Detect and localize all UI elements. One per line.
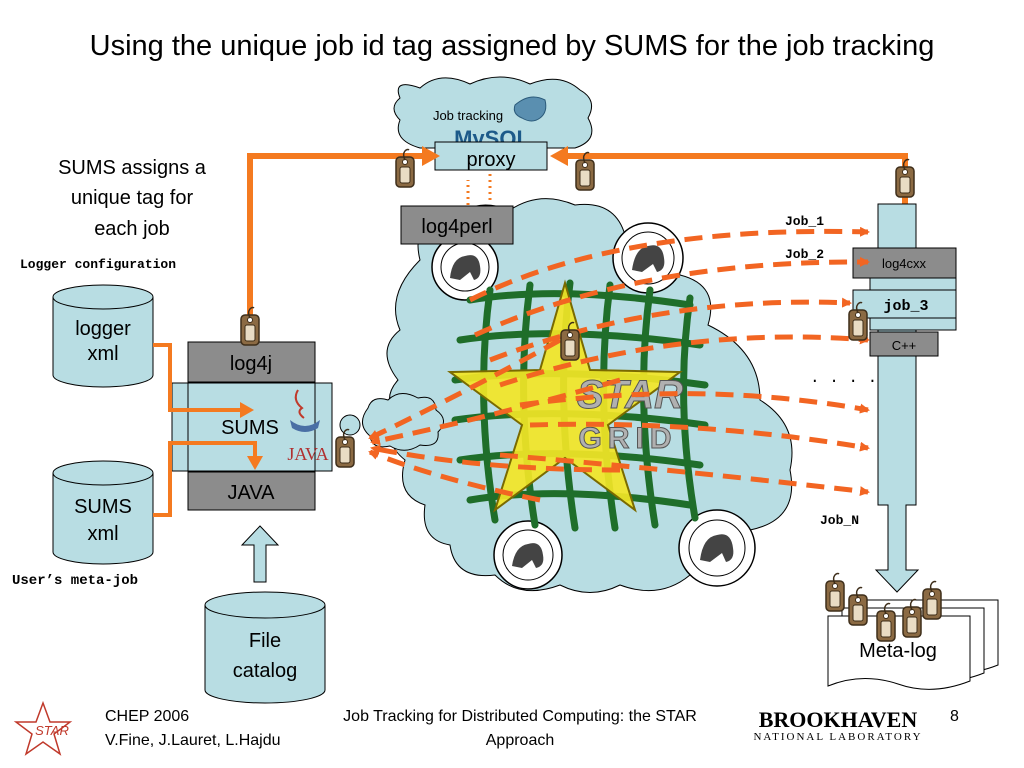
mysql-dolphin-icon [513,96,547,122]
log4j-label: log4j [230,353,272,375]
footer-center-line1: Job Tracking for Distributed Computing: … [343,708,697,725]
job-tracking-label: Job tracking [433,108,503,123]
sums-xml-to-sums-line [153,441,257,517]
job-tag-icon-9 [848,586,868,626]
page-title: Using the unique job id tag assigned by … [89,30,935,62]
footer-center-line2: Approach [485,732,555,749]
footer-authors: V.Fine, J.Lauret, L.Hajdu [105,732,281,749]
logger-xml-to-sums-arrowhead [240,402,254,418]
log4cxx-label: log4cxx [882,256,927,271]
left-note-line3: each job [94,218,170,240]
logger-configuration-label: Logger configuration [20,257,176,272]
job-tag-icon-8 [825,572,845,612]
logger-xml-cylinder [52,284,154,388]
job-to-proxy-arrowhead [550,146,568,166]
jobs-ellipsis: . . . . [810,369,877,387]
perl-seal-icon-4 [678,509,756,587]
bnl-logo-line1: BROOKHAVEN [759,707,918,732]
jobn-label: Job_N [820,513,859,528]
cpp-box [869,331,939,357]
left-note-line2: unique tag for [71,187,194,209]
job3-body [852,289,957,319]
star-logo-text: STAR [35,723,69,738]
job3-label: job_3 [883,298,928,315]
sums-xml-cylinder [52,460,154,565]
perl-seal-icon [431,233,499,301]
meta-log-label: Meta-log [859,640,937,662]
footer-chep: CHEP 2006 [105,708,190,725]
page-number: 8 [950,708,959,725]
small-cloud-bubble [339,414,361,436]
proxy-label: proxy [467,149,516,171]
logger-xml-line1: logger [75,318,131,340]
file-catalog-up-arrow [240,525,280,583]
sums-to-proxy-arrowhead [422,146,440,166]
log4perl-box [400,205,514,245]
left-note-line1: SUMS assigns a [58,157,207,179]
java-cup-base [290,420,320,432]
job-tracking-cloud [393,76,593,149]
job-tag-icon-12 [922,580,942,620]
proxy-box [434,141,548,171]
perl-seal-icon-3 [493,520,563,590]
job2-label: Job_2 [785,247,824,262]
file-catalog-line2: catalog [233,660,298,682]
java-logo: JAVA [287,444,328,464]
sums-xml-to-sums-arrowhead [247,456,263,470]
star-logo-icon [13,700,73,756]
sums-xml-line2: xml [87,523,118,545]
bnl-logo-line2: NATIONAL LABORATORY [753,731,922,743]
file-catalog-cylinder [204,591,326,704]
sums-xml-line1: SUMS [74,496,132,518]
users-meta-job-label: User’s meta-job [12,573,138,589]
java-box [187,471,316,511]
cpp-label: C++ [892,338,917,353]
file-catalog-line1: File [249,630,281,652]
java-cup-icon [294,389,305,419]
java-label: JAVA [227,482,275,504]
job1-label: Job_1 [785,214,824,229]
job-dispatch-arrows [468,226,870,497]
logger-xml-to-sums-line [153,343,245,412]
sums-to-proxy-line [247,153,432,330]
log4cxx-box [852,247,957,279]
log4perl-label: log4perl [421,216,492,238]
log4j-box [187,341,316,383]
sums-feedback-arrows [368,337,621,503]
logger-xml-line2: xml [87,343,118,365]
sums-label: SUMS [221,417,279,439]
